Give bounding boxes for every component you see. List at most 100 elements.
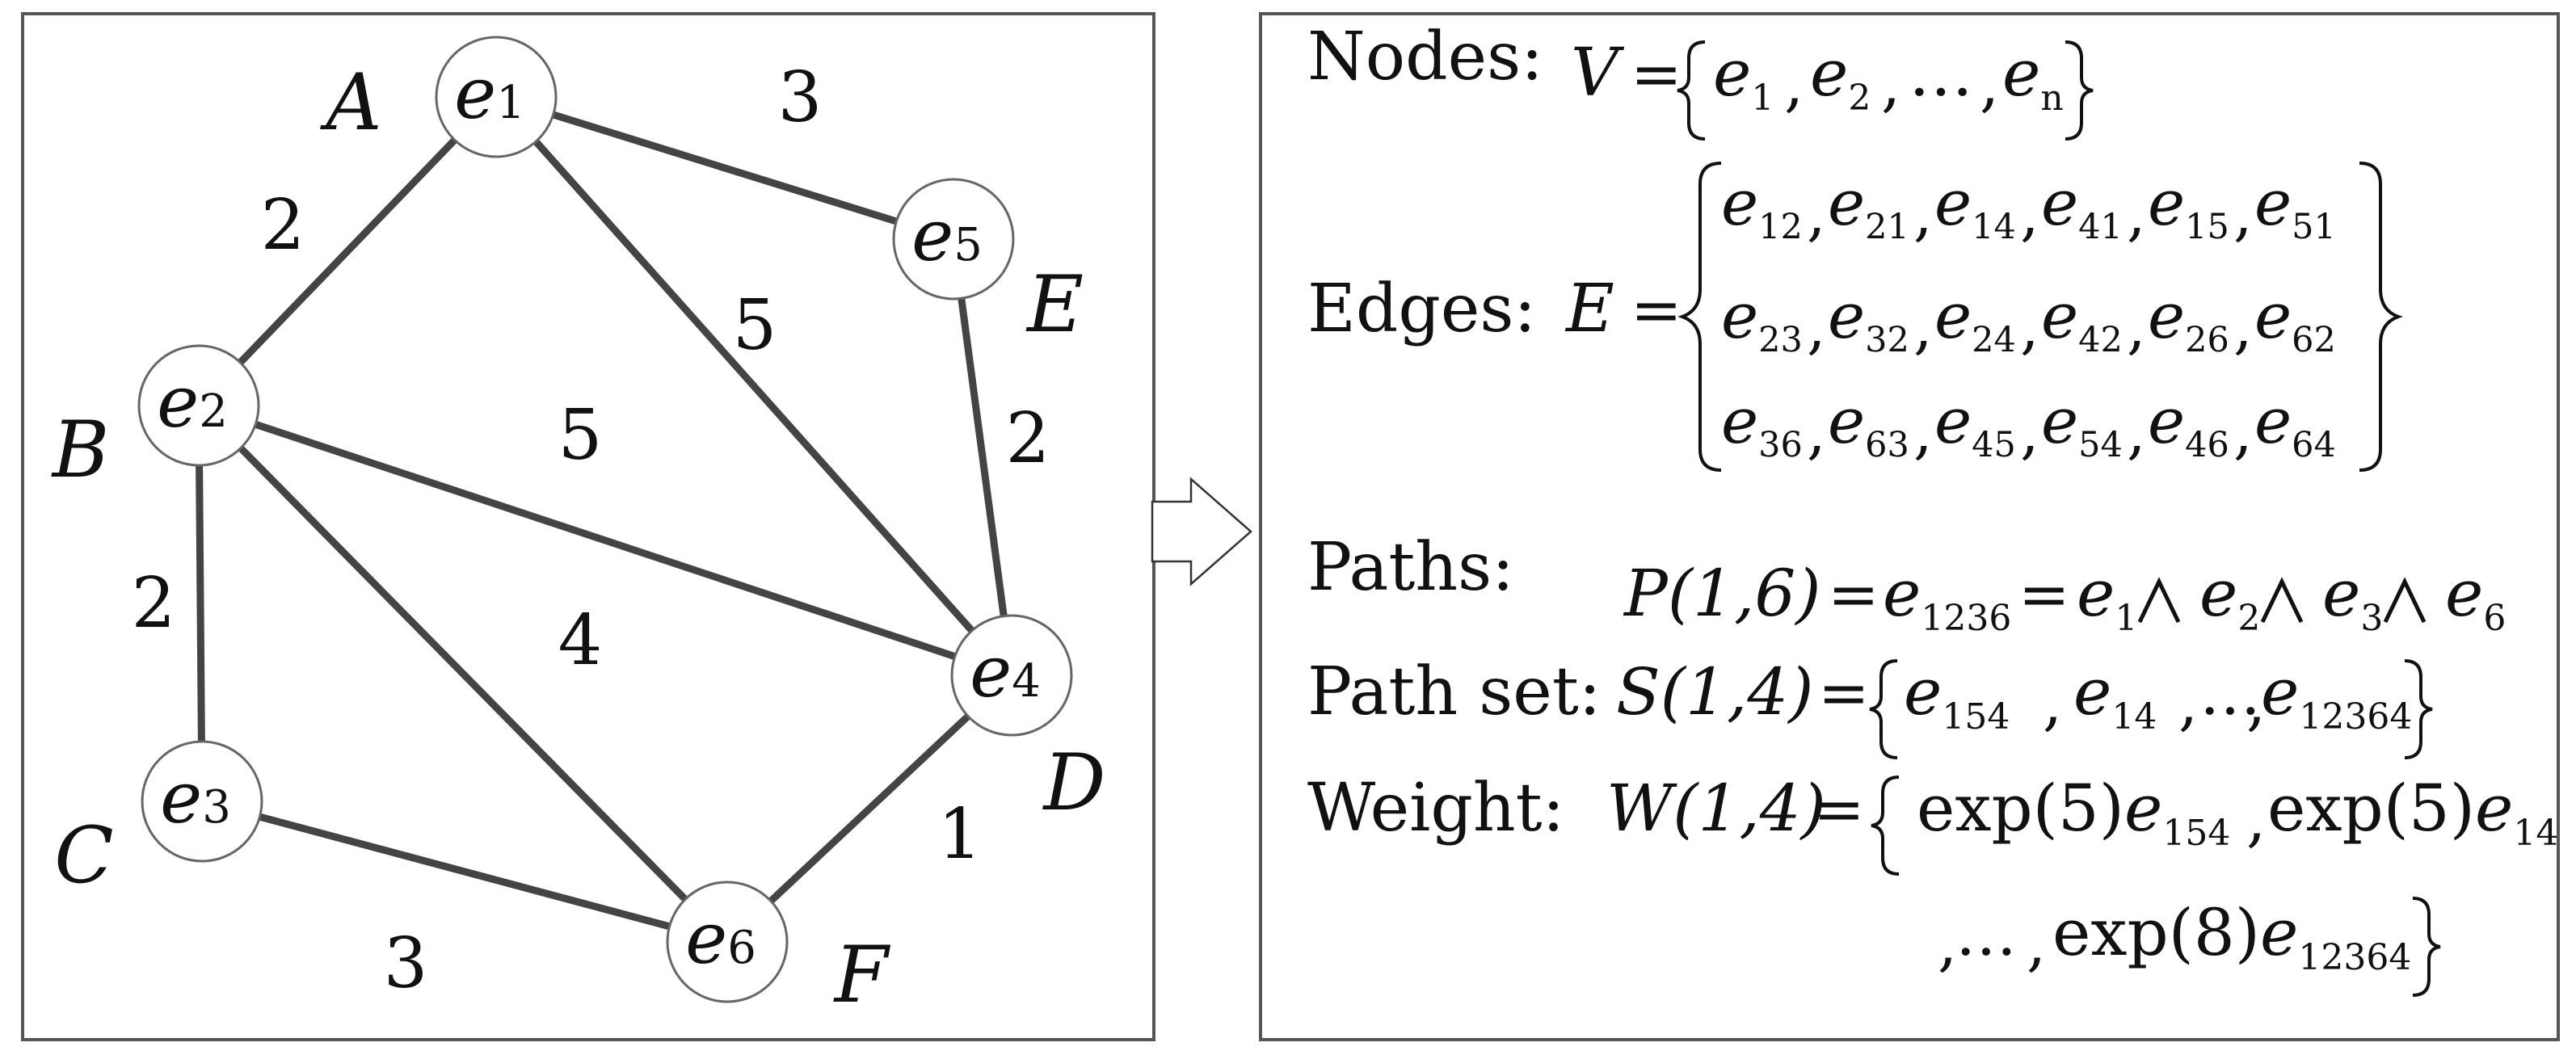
edges-right-brace (2359, 162, 2403, 472)
comma: , (2043, 666, 2062, 738)
edge-set-item: e62 (2254, 280, 2336, 360)
edge-layer (196, 111, 1008, 931)
graph-node-4: e4 (950, 614, 1073, 737)
path-set-lhs: S(1,4) (1616, 654, 1813, 729)
edge-set-item: e63 (1828, 385, 1909, 465)
node-label: e3 (160, 756, 231, 839)
path-conj-item: e6 (2445, 556, 2506, 639)
edges-items: e12,e21,e14,e41,e15,e51e23,e32,e24,e42,e… (1721, 167, 2336, 467)
edge-set-item: e36 (1721, 385, 1803, 465)
edge-n1-n4 (532, 137, 976, 635)
edge-set-item: e51 (2254, 167, 2336, 247)
wedge-icon (2260, 577, 2304, 624)
edge-n5-n4 (958, 294, 1008, 620)
weight-term: exp(8)e12364 (2052, 895, 2411, 978)
edge-weight-label: 2 (132, 563, 176, 644)
comma: , (2020, 397, 2039, 467)
nodes-symbol: V (1571, 35, 1625, 111)
node-circle (435, 36, 558, 158)
comma: , (1938, 907, 1957, 979)
node-set-item: e1 (1713, 36, 1774, 119)
node-letter: F (833, 930, 891, 1020)
node-letter: C (54, 810, 113, 901)
right-arrow-icon (1151, 477, 1252, 586)
edges-label: Edges: (1307, 271, 1536, 347)
edge-weight-label: 2 (261, 185, 305, 266)
comma: , (1913, 179, 1933, 249)
node-label: e1 (454, 52, 525, 135)
edge-set-item: e23 (1721, 280, 1803, 360)
comma: , (1980, 48, 1999, 120)
edge-set-item: e64 (2254, 385, 2336, 465)
comma: , (2027, 907, 2046, 979)
paths-lhs: P(1,6) (1623, 556, 1820, 631)
edge-n1-n5 (549, 111, 900, 225)
comma: , (1913, 397, 1933, 467)
ellipsis: … (1955, 897, 2017, 969)
edge-n2-n3 (196, 461, 205, 746)
comma: , (2233, 292, 2253, 362)
graph-node-5: e5 (892, 178, 1015, 301)
weight-label: Weight: (1307, 770, 1564, 847)
path-set-item: e14 (2073, 654, 2157, 738)
comma: , (2127, 179, 2146, 249)
edge-n2-n4 (251, 420, 959, 661)
weight-definition: Weight: W(1,4) = exp(5)e154,exp(5)e14,…,… (1307, 770, 2558, 997)
graph-node-2: e2 (137, 344, 260, 467)
node-set-item: e2 (1810, 36, 1871, 119)
comma: , (2127, 397, 2146, 467)
edge-set-item: e46 (2148, 385, 2229, 465)
comma: , (1807, 292, 1826, 362)
edge-set-item: e45 (1934, 385, 2016, 465)
path-set-item: e154 (1904, 654, 2010, 738)
node-label: e5 (911, 194, 983, 277)
nodes-label: Nodes: (1307, 19, 1543, 95)
wedge-icon (2137, 577, 2181, 624)
comma: , (2178, 666, 2198, 738)
nodes-items: e1,e2,…,en (1713, 36, 2064, 120)
nodes-equals: = (1631, 38, 1682, 110)
node-set-item: en (2002, 36, 2064, 119)
graph-panel (21, 12, 1155, 1041)
comma: , (1807, 397, 1826, 467)
weight-lhs: W(1,4) (1606, 771, 1826, 846)
path-conj-item: e2 (2199, 556, 2260, 639)
node-letter: D (1042, 738, 1106, 828)
edge-set-item: e54 (2041, 385, 2123, 465)
edge-n4-n6 (767, 712, 972, 905)
comma: , (2020, 292, 2039, 362)
path-conj-item: e1 (2077, 556, 2137, 639)
edge-weight-label: 4 (558, 600, 603, 681)
weight-term: exp(5)e14 (2267, 771, 2558, 854)
graph-node-6: e6 (666, 881, 789, 1003)
edge-weight-label: 3 (778, 57, 823, 138)
edge-weight-label: 3 (384, 923, 428, 1004)
comma: , (1881, 48, 1900, 120)
path-set-right-brace (2404, 659, 2433, 759)
node-set-item: … (1909, 36, 1973, 111)
weight-left-brace (1871, 775, 1900, 876)
comma: , (1807, 179, 1826, 249)
weight-equals: = (1813, 773, 1865, 845)
comma: , (2127, 292, 2146, 362)
edge-n1-n2 (236, 136, 459, 367)
definitions-panel (1259, 12, 2560, 1041)
edges-definition: Edges: E = e12,e21,e14,e41,e15,e51e23,e3… (1307, 162, 2403, 472)
paths-label: Paths: (1307, 529, 1514, 606)
edge-set-item: e15 (2148, 167, 2229, 247)
edges-symbol: E (1564, 271, 1614, 347)
nodes-definition: Nodes: V = e1,e2,…,en (1307, 19, 2094, 141)
node-layer: e1 e2 e3 e4 e5 e6 (137, 36, 1073, 1003)
node-letter: E (1025, 259, 1084, 350)
edge-weight-label: 2 (1006, 398, 1050, 479)
node-circle (950, 614, 1073, 737)
edge-n2-n6 (237, 444, 689, 903)
edge-set-item: e12 (1721, 167, 1803, 247)
ellipsis: … (2199, 657, 2261, 729)
node-label: e4 (970, 630, 1041, 713)
node-label: e6 (685, 897, 756, 980)
